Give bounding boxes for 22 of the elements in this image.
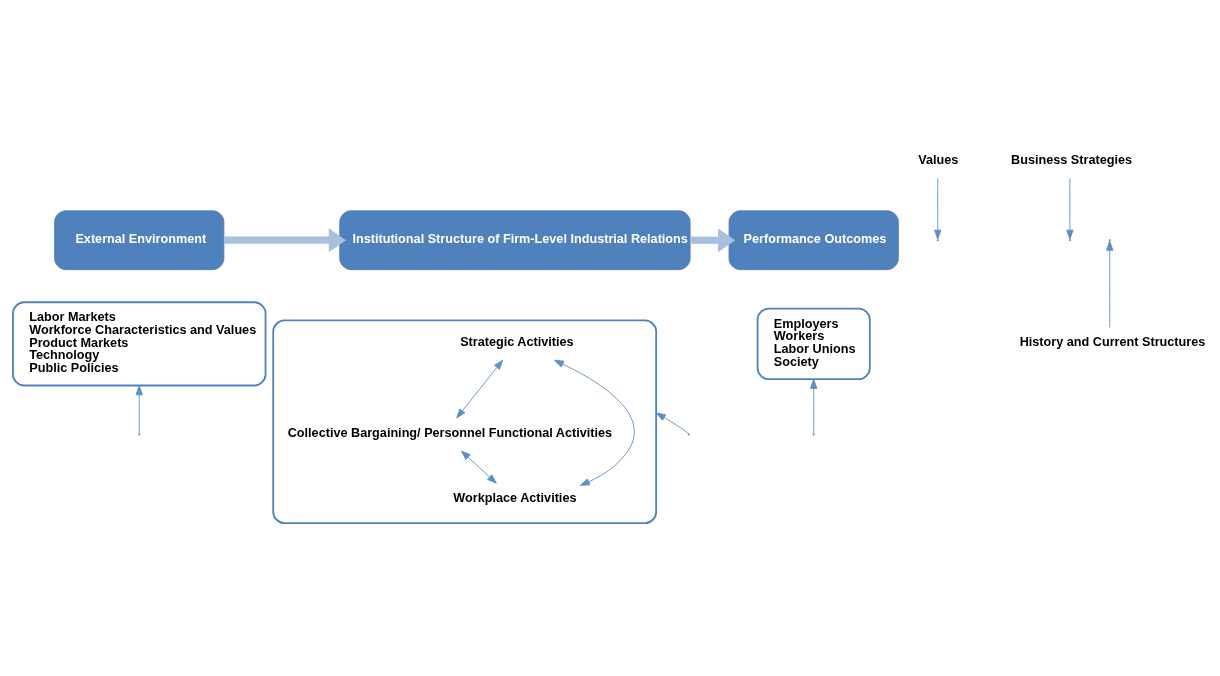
arrow: [224, 228, 346, 253]
node-text: Strategic Activities: [460, 335, 574, 350]
node-text: Business Strategies: [1011, 153, 1133, 168]
node-box: Performance Outcomes: [728, 210, 899, 271]
node-box: Employers Workers Labor Unions Society: [756, 307, 871, 381]
node-box: External Environment: [54, 210, 225, 271]
arrow: [135, 385, 143, 434]
node-text: Values: [918, 153, 959, 168]
node-text: History and Current Structures: [1019, 335, 1206, 350]
arrow: [655, 412, 690, 434]
node-box: Institutional Structure of Firm-Level Industrial Relations: [339, 210, 691, 271]
arrow: [1066, 177, 1074, 240]
arrow: [1106, 240, 1114, 328]
node-box: Labor Markets Workforce Characteristics and Values Product Markets Technology Public Policies: [12, 301, 267, 387]
arrow: [460, 450, 497, 484]
cluster: [272, 319, 658, 525]
arrow: [690, 228, 736, 253]
node-text: Workplace Activities: [453, 491, 577, 506]
node-text: Collective Bargaining/ Personnel Functional Activities: [287, 425, 613, 440]
arrow: [553, 359, 635, 486]
arrow: [810, 378, 818, 434]
arrow: [456, 359, 504, 419]
